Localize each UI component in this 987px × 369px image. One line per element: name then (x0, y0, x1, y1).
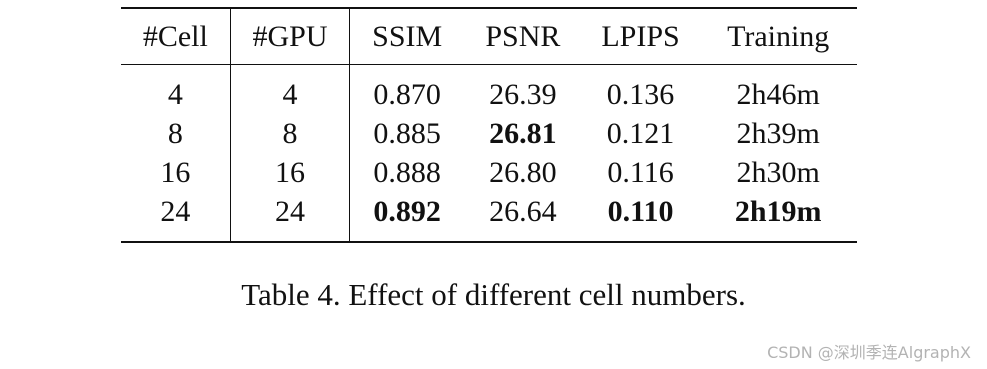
results-table-container: #Cell #GPU SSIM PSNR LPIPS Training 4 4 … (121, 7, 857, 243)
results-table: #Cell #GPU SSIM PSNR LPIPS Training 4 4 … (121, 7, 857, 243)
table-row: 16 16 0.888 26.80 0.116 2h30m (121, 153, 857, 192)
table-row: 24 24 0.892 26.64 0.110 2h19m (121, 192, 857, 242)
psnr-value: 26.64 (489, 194, 557, 228)
table-caption: Table 4. Effect of different cell number… (241, 277, 746, 312)
lpips-value: 0.121 (606, 116, 675, 150)
table-row: 4 4 0.870 26.39 0.136 2h46m (121, 64, 857, 114)
training-time-value: 2h39m (736, 116, 820, 150)
gpu-count-value: 16 (230, 153, 351, 192)
cell-count-value: 8 (121, 114, 231, 153)
psnr-value-best: 26.81 (489, 116, 557, 150)
gpu-count-value: 4 (230, 64, 351, 114)
table-header-row: #Cell #GPU SSIM PSNR LPIPS Training (121, 8, 857, 65)
ssim-value-best: 0.892 (373, 194, 441, 228)
training-time-value: 2h30m (736, 155, 820, 189)
watermark-text: CSDN @深圳季连AlgraphX (767, 343, 971, 362)
training-time-value-best: 2h19m (734, 194, 822, 228)
cell-count-value: 4 (121, 64, 231, 114)
header-lpips: LPIPS (601, 19, 680, 53)
lpips-value-best: 0.110 (607, 194, 674, 228)
header-ssim: SSIM (372, 19, 443, 53)
gpu-count-value: 8 (230, 114, 351, 153)
cell-count-value: 16 (121, 153, 231, 192)
psnr-value: 26.80 (489, 155, 557, 189)
header-training: Training (727, 19, 830, 53)
header-psnr: PSNR (485, 19, 561, 53)
ssim-value: 0.870 (373, 77, 441, 111)
header-cell-count: #Cell (121, 8, 231, 65)
psnr-value: 26.39 (489, 77, 557, 111)
training-time-value: 2h46m (736, 77, 820, 111)
header-gpu-count: #GPU (230, 8, 351, 65)
lpips-value: 0.136 (606, 77, 675, 111)
cell-count-value: 24 (121, 192, 231, 242)
lpips-value: 0.116 (607, 155, 674, 189)
gpu-count-value: 24 (230, 192, 351, 242)
ssim-value: 0.885 (373, 116, 441, 150)
ssim-value: 0.888 (373, 155, 441, 189)
table-row: 8 8 0.885 26.81 0.121 2h39m (121, 114, 857, 153)
